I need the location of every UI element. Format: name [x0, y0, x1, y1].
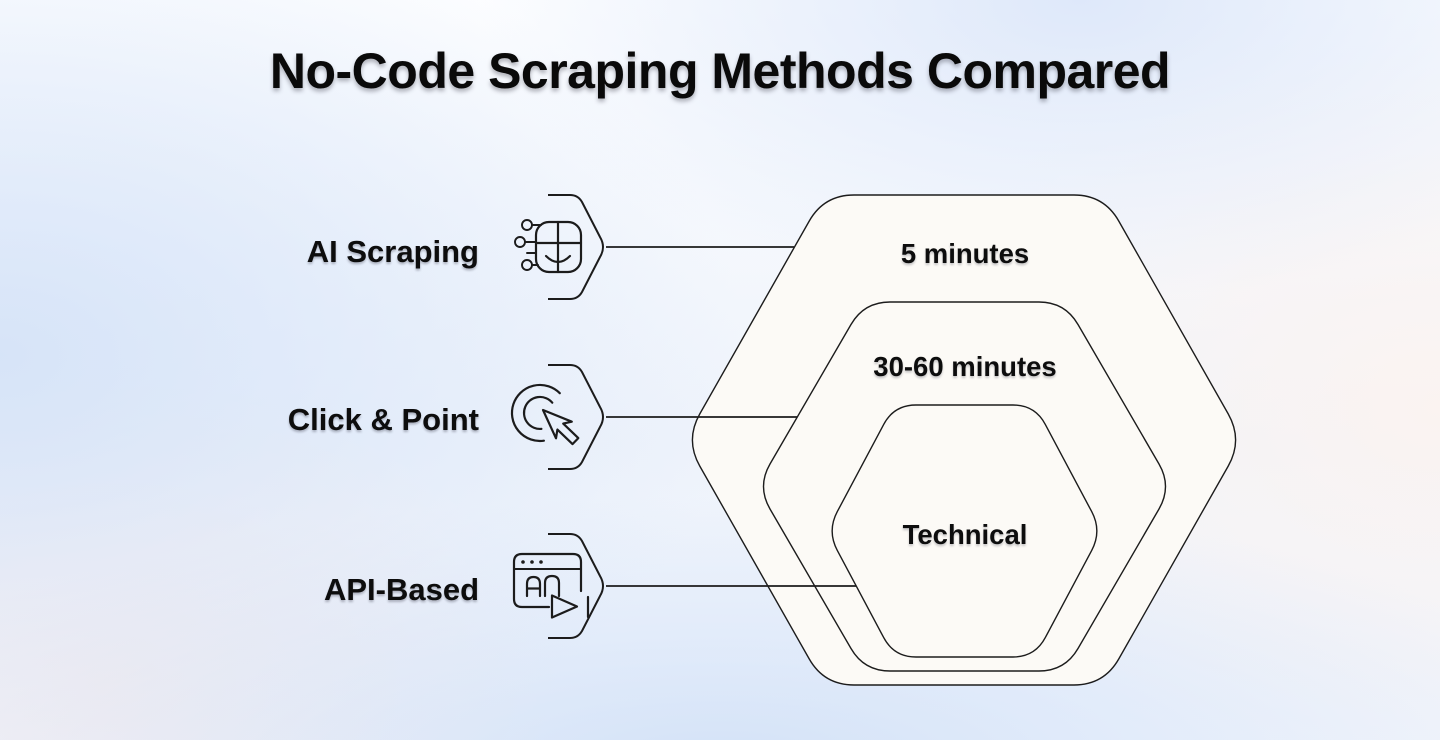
hexagon-value-5-minutes: 5 minutes — [901, 238, 1029, 269]
browser-dot-3 — [539, 560, 543, 564]
api-browser-icon — [512, 552, 590, 619]
browser-window-outline — [512, 552, 583, 609]
circuit-wires — [524, 224, 542, 266]
browser-dot-2 — [530, 560, 534, 564]
circuit-node-middle — [514, 236, 526, 248]
play-triangle — [550, 594, 579, 619]
hexagon-value-technical: Technical — [903, 519, 1028, 550]
bracket-click-point — [548, 364, 604, 470]
browser-dot-1 — [521, 560, 525, 564]
bracket-ai-scraping — [548, 194, 604, 300]
icon-brackets — [548, 194, 604, 639]
method-label-api-based: API-Based — [324, 572, 479, 607]
circuit-node-bottom — [521, 259, 533, 271]
tap-outer-arc — [510, 383, 561, 443]
hexagon-value-30-60-minutes: 30-60 minutes — [873, 351, 1056, 382]
method-label-click-point: Click & Point — [288, 402, 479, 437]
tap-inner-arc — [522, 395, 554, 431]
api-letter-a — [525, 575, 542, 598]
page-title: No-Code Scraping Methods Compared — [269, 43, 1171, 99]
method-label-ai-scraping: AI Scraping — [307, 234, 479, 269]
cursor-arrow — [541, 408, 580, 446]
click-cursor-icon — [510, 383, 580, 446]
connector-lines — [606, 246, 856, 587]
hexagon-value-labels: 5 minutes 30-60 minutes Technical — [873, 238, 1056, 550]
ai-brain-icon — [514, 219, 583, 274]
nested-hexagons — [691, 194, 1237, 686]
hexagon-inner — [831, 404, 1098, 658]
circuit-node-top — [521, 219, 533, 231]
ai-smile-curve — [544, 254, 572, 264]
method-labels: AI Scraping Click & Point API-Based — [288, 234, 479, 607]
api-letter-p — [543, 574, 561, 598]
bracket-api-based — [548, 533, 604, 639]
